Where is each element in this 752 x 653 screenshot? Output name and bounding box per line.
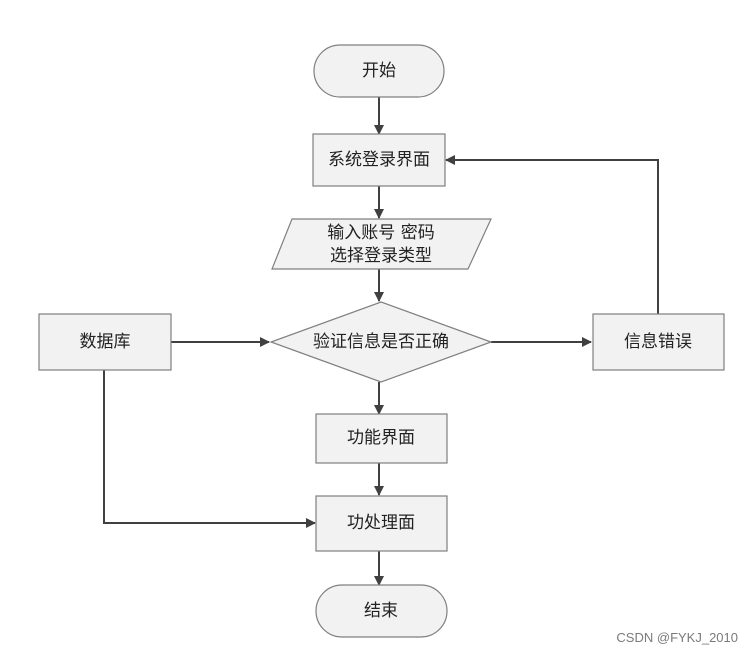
node-process: 功处理面 — [315, 495, 448, 552]
watermark-text: CSDN @FYKJ_2010 — [616, 630, 738, 645]
node-database: 数据库 — [38, 313, 172, 371]
function-label: 功能界面 — [347, 428, 415, 448]
input-parallelogram — [271, 218, 492, 270]
error-label: 信息错误 — [624, 332, 692, 352]
input-label-line1: 输入账号 密码 — [327, 223, 434, 243]
connectors — [103, 97, 659, 586]
input-label-line2: 选择登录类型 — [330, 246, 432, 266]
start-label: 开始 — [362, 61, 396, 81]
verify-decision — [269, 301, 493, 383]
node-login: 系统登录界面 — [312, 133, 446, 187]
process-label: 功处理面 — [347, 513, 415, 533]
function-box — [315, 413, 448, 464]
process-box — [315, 495, 448, 552]
edge-database-to-process — [103, 370, 316, 528]
login-box — [312, 133, 446, 187]
start-terminator — [313, 44, 445, 98]
node-verify: 验证信息是否正确 — [269, 301, 493, 383]
error-box — [592, 313, 725, 371]
end-label: 结束 — [364, 601, 398, 621]
login-label: 系统登录界面 — [328, 150, 430, 170]
edge-error-to-login — [445, 155, 659, 314]
database-label: 数据库 — [80, 332, 131, 352]
node-function: 功能界面 — [315, 413, 448, 464]
node-start: 开始 — [313, 44, 445, 98]
database-box — [38, 313, 172, 371]
node-input: 输入账号 密码 选择登录类型 — [271, 218, 492, 270]
node-error: 信息错误 — [592, 313, 725, 371]
node-end: 结束 — [315, 584, 448, 638]
verify-label: 验证信息是否正确 — [313, 332, 449, 352]
end-terminator — [315, 584, 448, 638]
